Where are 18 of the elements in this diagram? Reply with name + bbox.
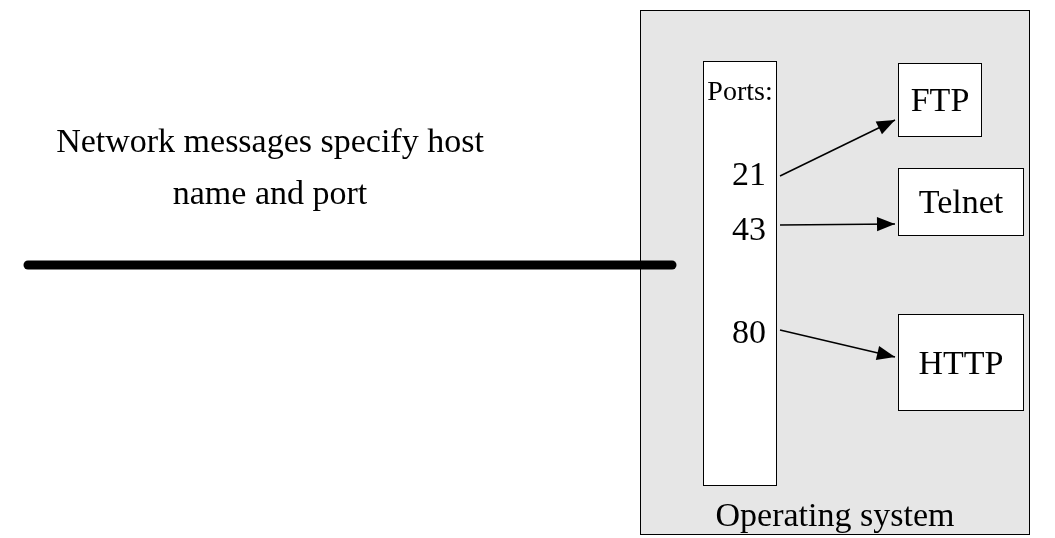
port-number: 43 (724, 207, 774, 251)
box-label: Telnet (918, 183, 1004, 221)
service-box (898, 168, 1024, 236)
service-box (898, 63, 982, 137)
port-number: 21 (724, 152, 774, 196)
service-box (898, 314, 1024, 411)
ports-box (703, 61, 777, 486)
box-label: Ports: (707, 74, 773, 108)
arrow (779, 329, 896, 360)
box-label: FTP (910, 81, 970, 119)
box-label: Operating system (715, 496, 955, 534)
arrow (779, 216, 896, 232)
note-text: Network messages specify host name and port (55, 121, 485, 213)
arrow (779, 119, 896, 177)
box-label: HTTP (918, 343, 1004, 382)
network-line (23, 260, 677, 270)
port-number: 80 (724, 310, 774, 354)
system-box (640, 10, 1030, 535)
